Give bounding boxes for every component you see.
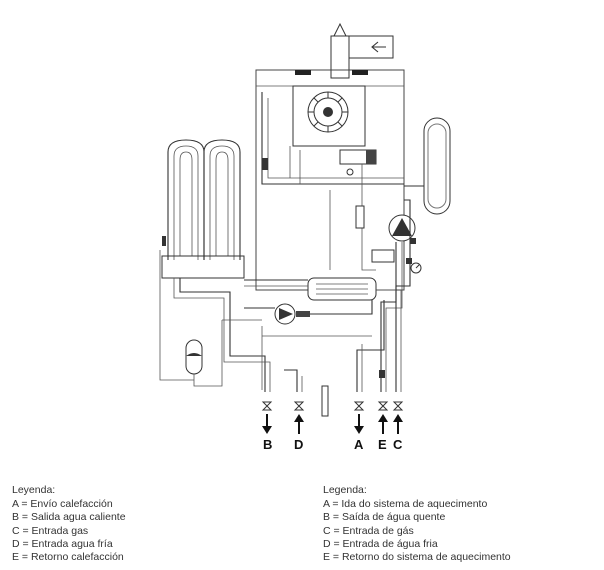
port-label-a: A (354, 437, 364, 452)
flue-outlet (330, 22, 394, 79)
port-arrow-e (378, 414, 388, 434)
legend-item: A = Ida do sistema de aquecimento (323, 498, 488, 511)
boiler-hydraulic-diagram: B D A E C (159, 22, 451, 452)
dhw-cylinder (161, 139, 245, 279)
legend-item: D = Entrada de água fria (323, 537, 438, 550)
port-valves (261, 385, 404, 417)
legend-title: Leyenda: (12, 484, 56, 496)
legend-title: Legenda: (323, 484, 367, 496)
legend-item: E = Retorno calefacción (12, 551, 124, 564)
legend-item: C = Entrada de gás (323, 524, 414, 537)
legend-item: D = Entrada agua fría (12, 537, 113, 550)
port-label-d: D (294, 437, 303, 452)
legend-item: A = Envío calefacción (12, 498, 113, 511)
dhw-pump (274, 303, 310, 325)
legend-spanish: Leyenda: A = Envío calefacción B = Salid… (12, 484, 126, 564)
pipework (159, 92, 416, 392)
port-label-c: C (393, 437, 403, 452)
expansion-vessel (404, 117, 451, 215)
dhw-expansion-tank (185, 339, 203, 375)
port-arrow-b (262, 414, 272, 434)
legend-item: B = Salida agua caliente (12, 511, 126, 524)
port-arrow-d (294, 414, 304, 434)
legend-item: C = Entrada gas (12, 524, 89, 537)
legend-item: E = Retorno do sistema de aquecimento (323, 551, 511, 564)
pressure-gauge (410, 262, 422, 274)
port-label-b: B (263, 437, 272, 452)
legend-item: B = Saída de água quente (323, 511, 446, 524)
gas-valve (339, 149, 377, 176)
port-arrows (262, 414, 403, 434)
plate-heat-exchanger (307, 277, 377, 301)
heating-pump (388, 214, 416, 242)
combustion-fan (292, 85, 366, 147)
legend-portuguese: Legenda: A = Ida do sistema de aquecimen… (323, 484, 511, 564)
port-arrow-a (354, 414, 364, 434)
port-arrow-c (393, 414, 403, 434)
port-label-e: E (378, 437, 387, 452)
